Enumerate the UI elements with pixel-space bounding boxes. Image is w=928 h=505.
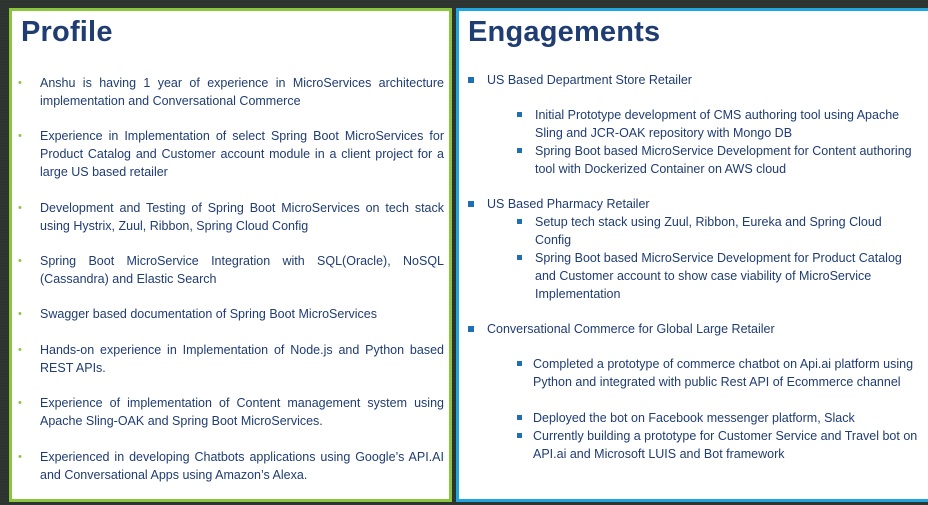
engagement-item: Currently building a prototype for Custo… (533, 429, 918, 461)
profile-item-text: Experienced in developing Chatbots appli… (40, 450, 444, 482)
square-bullet-icon (468, 77, 474, 83)
square-bullet-icon (517, 415, 522, 420)
engagement-item: Setup tech stack using Zuul, Ribbon, Eur… (535, 215, 882, 247)
engagements-panel: Engagements US Based Department Store Re… (456, 8, 928, 502)
engagement-heading: US Based Pharmacy Retailer (487, 197, 650, 211)
bullet-icon: • (18, 202, 22, 214)
square-bullet-icon (517, 112, 522, 117)
bullet-icon: • (18, 451, 22, 463)
profile-item-text: Swagger based documentation of Spring Bo… (40, 307, 377, 321)
engagement-item: Deployed the bot on Facebook messenger p… (533, 411, 855, 425)
bullet-icon: • (18, 130, 22, 142)
profile-item-text: Experience of implementation of Content … (40, 396, 444, 428)
profile-item-text: Experience in Implementation of select S… (40, 129, 444, 179)
profile-panel: Profile • Anshu is having 1 year of expe… (9, 8, 452, 502)
square-bullet-icon (517, 361, 522, 366)
profile-item-text: Anshu is having 1 year of experience in … (40, 76, 444, 108)
square-bullet-icon (468, 201, 474, 207)
engagement-item: Spring Boot based MicroService Developme… (535, 144, 912, 176)
engagements-title: Engagements (468, 16, 661, 48)
profile-title: Profile (21, 16, 113, 48)
square-bullet-icon (517, 255, 522, 260)
engagement-item: Spring Boot based MicroService Developme… (535, 251, 902, 301)
bullet-icon: • (18, 255, 22, 267)
profile-item-text: Development and Testing of Spring Boot M… (40, 201, 444, 233)
square-bullet-icon (517, 148, 522, 153)
engagement-heading: Conversational Commerce for Global Large… (487, 322, 775, 336)
profile-item-text: Spring Boot MicroService Integration wit… (40, 254, 444, 286)
square-bullet-icon (517, 219, 522, 224)
square-bullet-icon (468, 326, 474, 332)
bullet-icon: • (18, 77, 22, 89)
profile-item-text: Hands-on experience in Implementation of… (40, 343, 444, 375)
square-bullet-icon (517, 433, 522, 438)
engagement-heading: US Based Department Store Retailer (487, 73, 692, 87)
engagement-item: Completed a prototype of commerce chatbo… (533, 357, 914, 389)
bullet-icon: • (18, 344, 22, 356)
bullet-icon: • (18, 308, 22, 320)
engagement-item: Initial Prototype development of CMS aut… (535, 108, 900, 140)
bullet-icon: • (18, 397, 22, 409)
